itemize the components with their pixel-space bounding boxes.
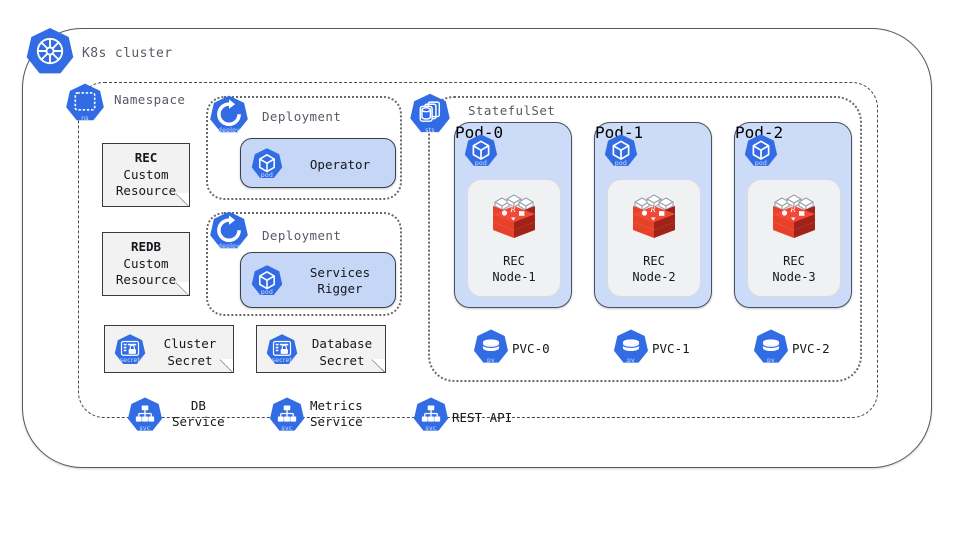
- pvc-0-label: PVC-0: [512, 341, 550, 356]
- statefulset-pod-0: pod Pod-0: [454, 122, 572, 308]
- deployment-operator-label: Deployment: [262, 109, 342, 124]
- rec-line2: Custom: [123, 166, 169, 182]
- pod-services-rigger: pod Services Rigger: [240, 252, 396, 308]
- db-service-label: DB Service: [172, 398, 225, 430]
- secret-icon: secret: [113, 333, 147, 367]
- deployment-icon-tag: deploy: [218, 127, 240, 134]
- namespace-icon: ns: [64, 82, 106, 124]
- pvc-1-icon-tag: pv: [627, 357, 635, 364]
- pod-icon: pod: [463, 133, 499, 169]
- secret-icon: secret: [265, 333, 299, 367]
- rec-node-1-label: REC Node-1: [492, 254, 536, 285]
- pod-icon: pod: [743, 133, 779, 169]
- statefulset-label: StatefulSet: [468, 103, 556, 118]
- pod-icon-tag: pod: [260, 289, 274, 296]
- kubernetes-helm-icon: [24, 26, 76, 78]
- svg-text:R: R: [649, 206, 656, 214]
- namespace-label: Namespace: [114, 92, 186, 107]
- pod-icon-tag: pod: [754, 160, 768, 167]
- pvc-2-icon-tag: pv: [767, 357, 775, 364]
- redb-custom-resource: REDB Custom Resource: [102, 232, 190, 296]
- cluster-secret: secret Cluster Secret: [104, 325, 234, 373]
- pod-icon-tag: pod: [260, 172, 274, 179]
- secret-icon-tag: secret: [271, 357, 293, 365]
- note-fold-corner: [176, 193, 190, 207]
- rec-line3: Resource: [115, 183, 177, 199]
- rec-name: REC: [134, 150, 158, 166]
- statefulset-icon-tag: sts: [425, 127, 435, 134]
- rec-custom-resource: REC Custom Resource: [102, 143, 190, 207]
- statefulset-icon: sts: [408, 92, 452, 136]
- pod-icon-tag: pod: [474, 160, 488, 167]
- pod-icon: pod: [603, 133, 639, 169]
- deployment-icon-tag: deploy: [218, 243, 240, 250]
- pvc-1-label: PVC-1: [652, 341, 690, 356]
- pvc-2-label: PVC-2: [792, 341, 830, 356]
- pod-icon: pod: [250, 147, 284, 181]
- redis-logo: R: [483, 190, 545, 256]
- pod-0-label: Pod-0: [455, 123, 504, 142]
- rec-node-3-card: R REC Node-3: [747, 179, 841, 297]
- statefulset-pod-1: pod Pod-1: [594, 122, 712, 308]
- service-icon-tag: svc: [425, 425, 437, 432]
- pod-2-label: Pod-2: [735, 123, 784, 142]
- metrics-service-label: Metrics Service: [310, 398, 363, 430]
- pod-services-rigger-label: Services Rigger: [309, 265, 371, 297]
- pvc-0-icon-tag: pv: [487, 357, 495, 364]
- database-secret-label: Database Secret: [311, 336, 373, 368]
- pvc-2-icon: pv: [752, 328, 790, 366]
- redb-line2: Custom: [123, 255, 169, 271]
- deployment-icon: deploy: [208, 210, 250, 252]
- svg-text:R: R: [509, 206, 516, 214]
- deployment-rigger-label: Deployment: [262, 228, 342, 243]
- note-fold-corner: [220, 359, 234, 373]
- cluster-label: K8s cluster: [82, 46, 173, 61]
- statefulset-pod-2: pod Pod-2: [734, 122, 852, 308]
- note-fold-corner: [372, 359, 386, 373]
- rec-node-3-label: REC Node-3: [772, 254, 816, 285]
- pod-icon: pod: [250, 264, 284, 298]
- db-service-icon: svc: [126, 396, 164, 434]
- pod-1-label: Pod-1: [595, 123, 644, 142]
- svg-text:R: R: [789, 206, 796, 214]
- note-fold-corner: [176, 282, 190, 296]
- rest-api-service-icon: svc: [412, 396, 450, 434]
- rec-node-1-card: R REC Node-1: [467, 179, 561, 297]
- pod-icon-tag: pod: [614, 160, 628, 167]
- secret-icon-tag: secret: [119, 357, 141, 365]
- database-secret: secret Database Secret: [256, 325, 386, 373]
- pvc-1-icon: pv: [612, 328, 650, 366]
- redb-line3: Resource: [115, 272, 177, 288]
- namespace-boundary: [78, 82, 878, 418]
- rec-node-2-card: R REC Node-2: [607, 179, 701, 297]
- redb-name: REDB: [130, 239, 162, 255]
- namespace-icon-tag: ns: [81, 115, 89, 122]
- rec-node-2-label: REC Node-2: [632, 254, 676, 285]
- service-icon-tag: svc: [281, 425, 293, 432]
- rest-api-label: REST API: [452, 410, 513, 425]
- deployment-icon: deploy: [208, 94, 250, 136]
- pvc-0-icon: pv: [472, 328, 510, 366]
- pod-operator: pod Operator: [240, 138, 396, 188]
- pod-operator-label: Operator: [309, 157, 371, 172]
- cluster-secret-label: Cluster Secret: [163, 336, 217, 368]
- service-icon-tag: svc: [139, 425, 151, 432]
- metrics-service-icon: svc: [268, 396, 306, 434]
- redis-logo: R: [763, 190, 825, 256]
- redis-logo: R: [623, 190, 685, 256]
